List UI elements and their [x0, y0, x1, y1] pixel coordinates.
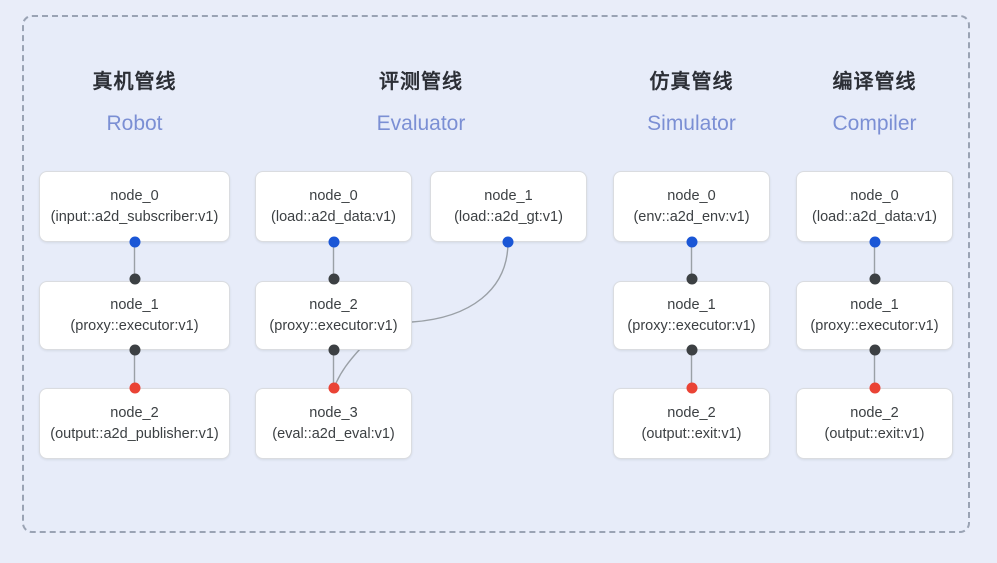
node-evaluator-1[interactable]: node_1 (load::a2d_gt:v1): [430, 171, 587, 242]
port-input-robot-1[interactable]: [129, 273, 140, 285]
column-title-en-compiler: Compiler: [832, 112, 917, 135]
node-compiler-0[interactable]: node_0 (load::a2d_data:v1): [796, 171, 953, 242]
column-title-cn-simulator: 仿真管线: [649, 71, 734, 93]
node-label-name: node_0: [667, 187, 716, 204]
node-label-type: (output::exit:v1): [824, 425, 925, 442]
node-label-name: node_3: [309, 404, 358, 421]
port-output-robot-0[interactable]: [129, 236, 140, 248]
pipeline-column-robot: 真机管线 Robot: [39, 65, 230, 155]
port-input-evaluator-3[interactable]: [328, 382, 339, 394]
node-label-name: node_1: [667, 296, 716, 313]
column-title-cn-evaluator: 评测管线: [379, 71, 463, 93]
node-robot-2[interactable]: node_2 (output::a2d_publisher:v1): [39, 388, 230, 459]
port-output-evaluator-0[interactable]: [328, 236, 339, 248]
node-evaluator-3[interactable]: node_3 (eval::a2d_eval:v1): [255, 388, 412, 459]
port-input-robot-2[interactable]: [129, 382, 140, 394]
port-output-compiler-1[interactable]: [869, 344, 880, 356]
node-label-type: (proxy::executor:v1): [810, 317, 939, 334]
node-simulator-0[interactable]: node_0 (env::a2d_env:v1): [613, 171, 770, 242]
port-input-simulator-2[interactable]: [686, 382, 697, 394]
port-input-compiler-1[interactable]: [869, 273, 880, 285]
node-label-name: node_2: [309, 296, 358, 313]
port-input-evaluator-2[interactable]: [328, 273, 339, 285]
port-output-simulator-0[interactable]: [686, 236, 697, 248]
node-label-type: (eval::a2d_eval:v1): [272, 425, 395, 442]
node-simulator-2[interactable]: node_2 (output::exit:v1): [613, 388, 770, 459]
node-compiler-2[interactable]: node_2 (output::exit:v1): [796, 388, 953, 459]
node-simulator-1[interactable]: node_1 (proxy::executor:v1): [613, 281, 770, 350]
pipeline-column-evaluator: 评测管线 Evaluator: [255, 65, 587, 155]
node-label-name: node_1: [850, 296, 899, 313]
port-output-evaluator-2[interactable]: [328, 344, 339, 356]
port-input-simulator-1[interactable]: [686, 273, 697, 285]
node-label-name: node_0: [110, 187, 159, 204]
node-label-type: (proxy::executor:v1): [269, 317, 398, 334]
node-label-name: node_1: [484, 187, 533, 204]
node-evaluator-0[interactable]: node_0 (load::a2d_data:v1): [255, 171, 412, 242]
port-input-compiler-2[interactable]: [869, 382, 880, 394]
column-title-en-evaluator: Evaluator: [376, 112, 466, 135]
column-title-en-simulator: Simulator: [647, 112, 736, 135]
column-title-cn-compiler: 编译管线: [832, 71, 917, 93]
node-label-type: (load::a2d_data:v1): [271, 208, 396, 225]
node-label-type: (output::a2d_publisher:v1): [50, 425, 219, 442]
node-label-type: (proxy::executor:v1): [70, 317, 199, 334]
node-label-type: (output::exit:v1): [641, 425, 742, 442]
pipeline-column-compiler: 编译管线 Compiler: [796, 65, 953, 155]
node-evaluator-2[interactable]: node_2 (proxy::executor:v1): [255, 281, 412, 350]
port-output-robot-1[interactable]: [129, 344, 140, 356]
node-label-name: node_1: [110, 296, 159, 313]
port-output-compiler-0[interactable]: [869, 236, 880, 248]
node-label-name: node_2: [110, 404, 159, 421]
pipeline-column-simulator: 仿真管线 Simulator: [613, 65, 770, 155]
node-robot-0[interactable]: node_0 (input::a2d_subscriber:v1): [39, 171, 230, 242]
node-label-type: (load::a2d_data:v1): [812, 208, 937, 225]
column-title-cn-robot: 真机管线: [92, 71, 177, 93]
node-label-type: (env::a2d_env:v1): [633, 208, 750, 225]
node-label-name: node_2: [850, 404, 899, 421]
column-title-en-robot: Robot: [106, 112, 163, 135]
node-label-name: node_0: [309, 187, 358, 204]
port-output-simulator-1[interactable]: [686, 344, 697, 356]
node-label-type: (input::a2d_subscriber:v1): [50, 208, 219, 225]
node-label-type: (proxy::executor:v1): [627, 317, 756, 334]
node-label-name: node_2: [667, 404, 716, 421]
node-compiler-1[interactable]: node_1 (proxy::executor:v1): [796, 281, 953, 350]
node-label-name: node_0: [850, 187, 899, 204]
port-output-evaluator-1[interactable]: [502, 236, 514, 248]
node-label-type: (load::a2d_gt:v1): [454, 208, 563, 225]
node-robot-1[interactable]: node_1 (proxy::executor:v1): [39, 281, 230, 350]
